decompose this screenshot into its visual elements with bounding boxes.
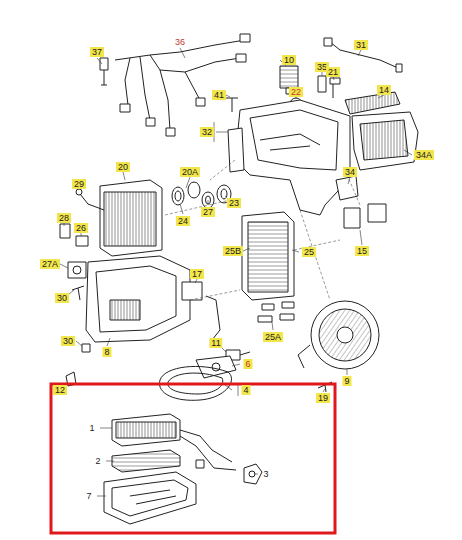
callout-number: 8 xyxy=(102,347,111,357)
callout-number: 32 xyxy=(200,127,214,137)
callout-number: 37 xyxy=(90,47,104,57)
callout-number: 25A xyxy=(263,332,283,342)
callout-number: 4 xyxy=(241,385,250,395)
callout-number: 25B xyxy=(223,246,243,256)
callout-number: 41 xyxy=(212,90,226,100)
callout-number: 2 xyxy=(93,456,102,466)
callout-number: 15 xyxy=(355,246,369,256)
callout-number: 19 xyxy=(316,393,330,403)
callout-number: 27A xyxy=(40,259,60,269)
callout-number: 36 xyxy=(173,37,187,47)
callout-number: 21 xyxy=(326,67,340,77)
callout-number: 34 xyxy=(343,167,357,177)
callout-number: 14 xyxy=(377,85,391,95)
callout-number: 1 xyxy=(87,423,96,433)
callout-number: 30 xyxy=(61,336,75,346)
callout-number: 26 xyxy=(74,223,88,233)
callout-number: 28 xyxy=(57,213,71,223)
callout-number: 30 xyxy=(55,293,69,303)
callout-number: 11 xyxy=(209,338,222,348)
callout-number: 12 xyxy=(53,385,67,395)
callout-number: 22 xyxy=(289,87,303,97)
callout-number: 23 xyxy=(227,198,241,208)
callout-number: 10 xyxy=(282,55,296,65)
callout-number: 17 xyxy=(190,269,204,279)
callout-number: 20 xyxy=(116,162,130,172)
callout-number: 34A xyxy=(414,150,434,160)
callout-number: 27 xyxy=(201,207,215,217)
callout-number: 3 xyxy=(261,469,270,479)
callout-number: 29 xyxy=(72,179,86,189)
callout-number: 6 xyxy=(243,359,252,369)
callout-number: 9 xyxy=(342,376,351,386)
highlight-frame xyxy=(51,384,335,533)
callout-number: 24 xyxy=(176,216,190,226)
callout-number: 7 xyxy=(84,491,93,501)
callout-number: 31 xyxy=(354,40,368,50)
callout-number: 20A xyxy=(180,167,200,177)
callout-number: 25 xyxy=(302,247,316,257)
